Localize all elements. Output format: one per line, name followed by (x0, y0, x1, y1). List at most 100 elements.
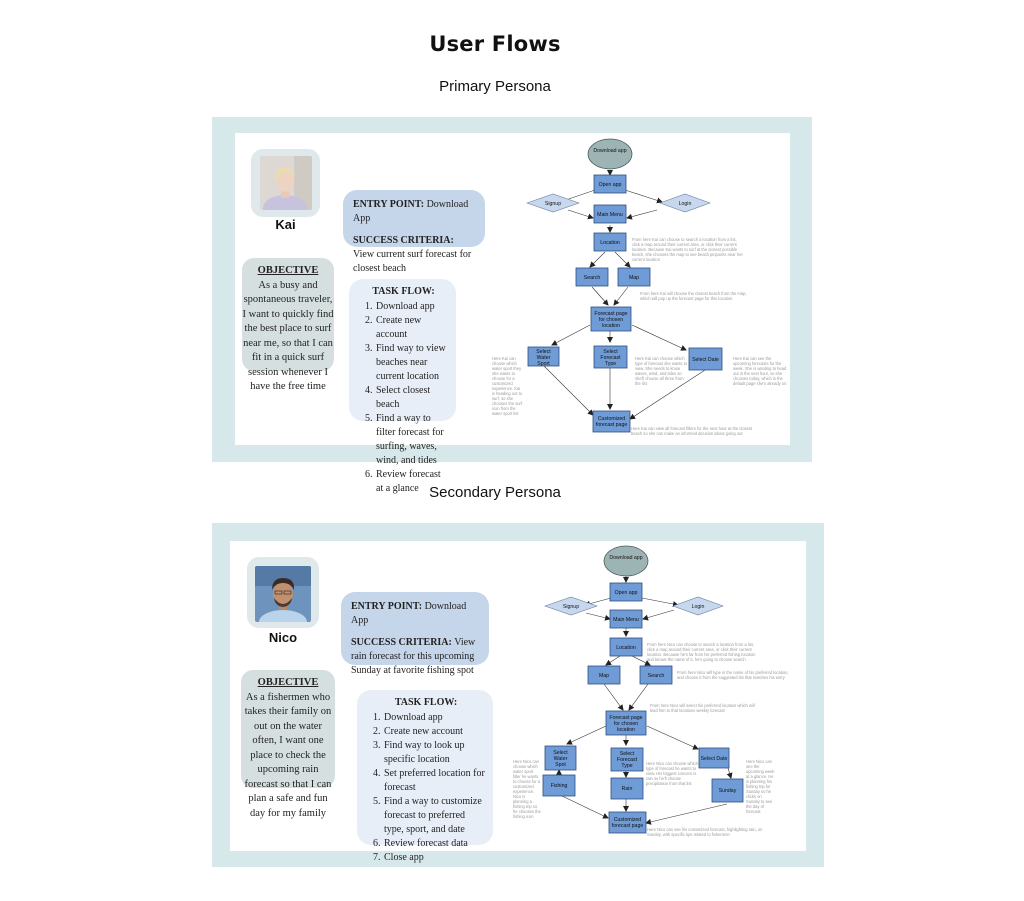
node-label: Map (599, 673, 609, 679)
task-flow-step: Find way to look up specific location (383, 739, 485, 767)
edge-forecast-date (646, 725, 699, 750)
flow-node-download: Download app (587, 138, 633, 170)
note-custom: Here Kai can view all forecast filters f… (631, 426, 753, 436)
edge-location-map (605, 655, 621, 666)
task-flow-list: Download app Create new account Find way… (359, 300, 448, 496)
edge-signup-menu (567, 209, 594, 220)
node-label: Main Menu (597, 212, 623, 218)
task-flow-step: Select closest beach (375, 384, 448, 412)
section-label-primary: Primary Persona (439, 78, 551, 95)
task-flow-step: Set preferred location for forecast (383, 767, 485, 795)
flow-node-menu: Main Menu (593, 204, 627, 224)
node-label: Location (616, 645, 636, 651)
edge-date-custom (629, 369, 706, 420)
entry-success-card: ENTRY POINT: Download App SUCCESS CRITER… (343, 190, 485, 274)
task-flow-step: Find way to view beaches near current lo… (375, 342, 448, 384)
node-label: Login (679, 201, 692, 207)
node-label: Map (629, 275, 639, 281)
flowchart-primary: Download app Open app Signup Login Main … (492, 138, 787, 436)
edge-map-forecast (603, 683, 624, 711)
edge-forecast-date (631, 324, 687, 351)
avatar-photo-kai (260, 156, 312, 210)
edge-sport-custom (543, 365, 594, 416)
note-map: From here Kai will choose the closest be… (640, 291, 747, 301)
person-portrait-icon (260, 156, 312, 210)
entry-point-label: ENTRY POINT (353, 199, 421, 210)
edge-sunday-custom (645, 803, 728, 825)
entry-point-label: ENTRY POINT (351, 601, 419, 612)
flow-node-sunday: Sunday (711, 778, 744, 803)
objective-heading: OBJECTIVE (257, 677, 319, 688)
edge-search-forecast (591, 286, 609, 306)
edge-signup-menu (585, 612, 611, 621)
node-label: Login (692, 604, 705, 610)
task-flow-card: TASK FLOW: Download app Create new accou… (357, 690, 493, 863)
node-label: Signup (563, 604, 579, 610)
note-search: From here Nico will type in the name of … (677, 670, 789, 680)
person-portrait-icon (255, 566, 311, 622)
task-flow-list: Download app Create new account Find way… (367, 711, 485, 865)
task-flow-step: Review forecast data (383, 837, 485, 851)
flow-node-login: Login (659, 193, 711, 213)
flow-node-open: Open app (609, 582, 643, 602)
task-flow-heading: TASK FLOW: (394, 697, 458, 708)
flowchart-secondary: Download app Open app Signup Login Main … (513, 545, 789, 837)
flow-node-login: Login (672, 596, 724, 616)
node-label: Search (584, 275, 601, 281)
persona-name: Kai (275, 217, 296, 232)
edge-login-menu (626, 209, 658, 220)
node-label: Download app (593, 148, 626, 154)
task-flow-step: Create new account (383, 725, 485, 739)
flow-node-search: Search (639, 665, 673, 685)
edge-fishing-custom (559, 794, 609, 819)
persona-panel-primary (212, 117, 812, 462)
edge-forecast-sport (551, 324, 591, 346)
objective-card: OBJECTIVE As a fishermen who takes their… (241, 670, 335, 819)
node-label: Sunday (719, 788, 737, 794)
node-label: Rain (622, 786, 633, 792)
flow-node-fishing: Fishing (542, 774, 576, 797)
avatar-card (247, 557, 319, 628)
persona-name: Nico (268, 630, 298, 645)
success-criteria-value: View rain forecast for this upcoming Sun… (351, 637, 476, 676)
task-flow-step: Close app (383, 851, 485, 865)
page-title: User Flows (429, 32, 561, 56)
objective-heading: OBJECTIVE (257, 265, 319, 276)
section-label-secondary: Secondary Persona (429, 484, 561, 501)
note-custom: Here Nico can see his customized forecas… (647, 827, 763, 837)
node-label: Download app (609, 555, 642, 561)
note-location: From here Nico can choose to search a lo… (647, 642, 756, 662)
flow-node-download: Download app (603, 545, 649, 577)
flow-node-open: Open app (593, 174, 627, 194)
flow-node-rain: Rain (610, 777, 644, 800)
node-label: Select Date (701, 756, 728, 762)
flow-node-date: Select Date (698, 747, 730, 769)
edge-forecast-sport (566, 725, 607, 745)
node-label: Signup (545, 201, 561, 207)
edge-location-search (589, 251, 606, 268)
task-flow-heading: TASK FLOW: (372, 286, 435, 297)
edge-login-menu (642, 609, 675, 621)
success-criteria-value: View current surf forecast for closest b… (353, 249, 472, 274)
objective-text: As a fishermen who takes their family on… (244, 691, 332, 819)
flow-edges (556, 576, 733, 825)
edge-open-login (624, 189, 663, 204)
task-flow-step: Find a way to customize forecast to pref… (383, 795, 485, 837)
task-flow-step: Find a way to filter forecast for surfin… (375, 412, 448, 468)
edge-location-map (614, 251, 631, 268)
flow-node-menu: Main Menu (609, 609, 643, 629)
